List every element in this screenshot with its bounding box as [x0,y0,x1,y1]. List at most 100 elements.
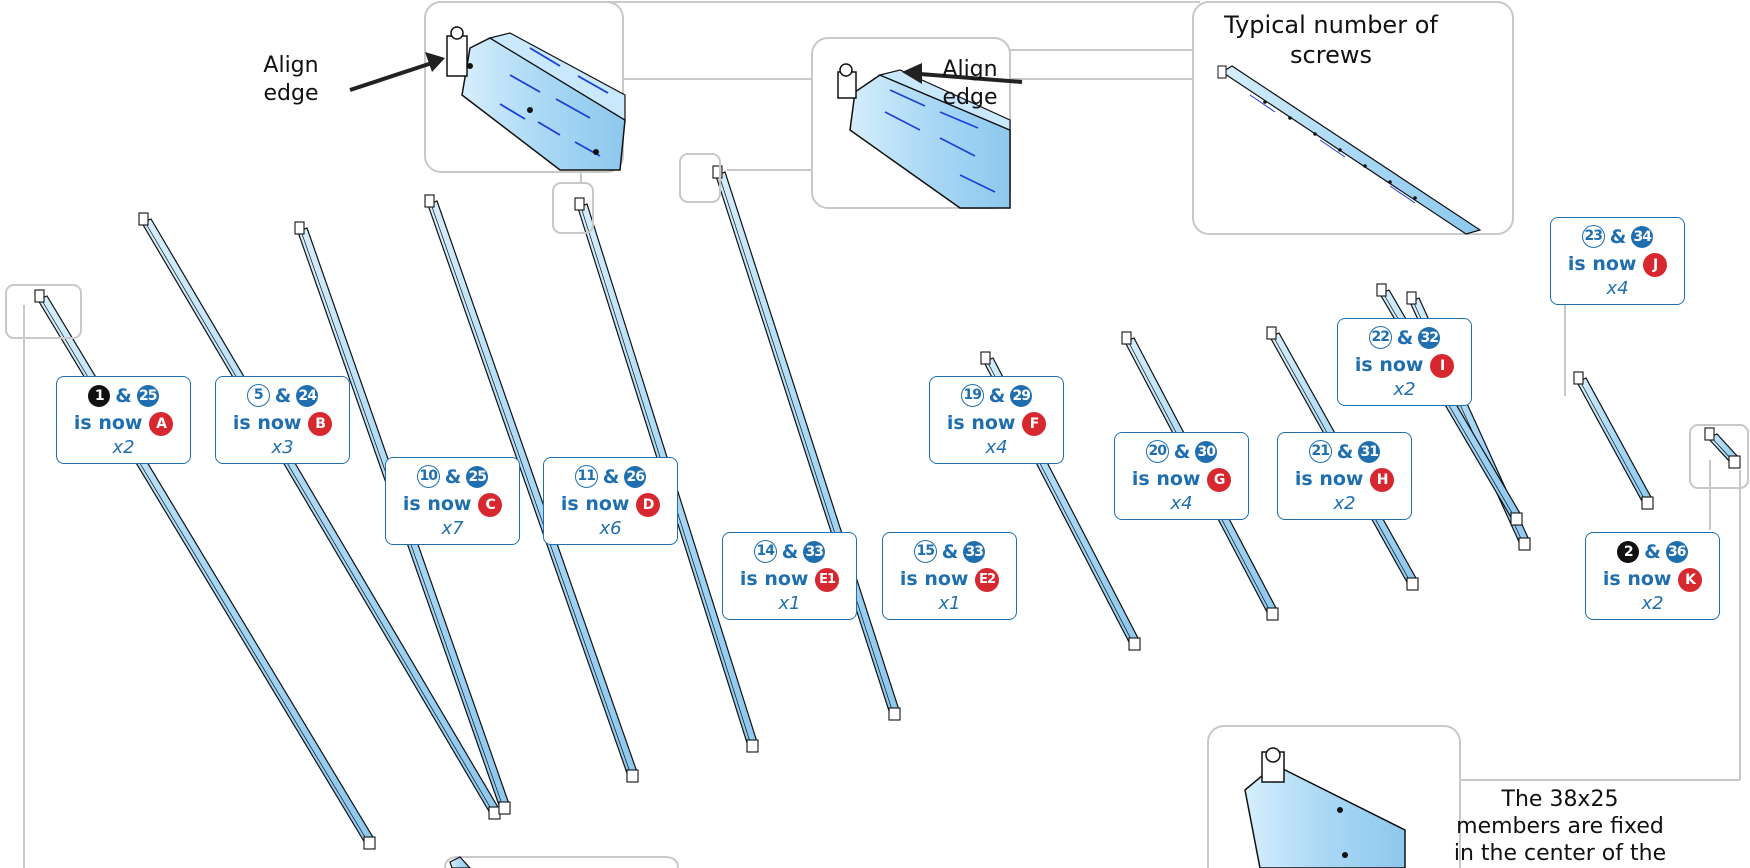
ampersand: & [1336,440,1354,463]
old-part-number-badge: 24 [296,384,319,407]
is-now-text: is now [1567,253,1644,275]
old-part-number-badge: 33 [803,540,826,563]
arrow-align-right [902,63,1023,84]
leader-lines [23,1,1741,868]
member-bar [712,165,901,721]
members-group [34,165,1741,850]
ampersand: & [988,384,1006,407]
old-part-number-badge: 5 [246,384,270,407]
quantity-text: x3 [271,437,294,458]
member-label: 14&33 is now E1 x1 [722,532,857,620]
quantity-text: x1 [778,593,801,614]
is-now-text: is now [232,412,309,434]
ampersand: & [444,465,462,488]
old-part-number-badge: 2 [1617,540,1640,563]
ampersand: & [274,384,292,407]
quantity-text: x4 [1606,278,1629,299]
is-now-text: is now [1354,354,1431,376]
new-part-code-badge: C [478,492,503,517]
end-highlight-frames [5,153,1749,489]
quantity-text: x7 [441,518,464,539]
old-part-number-badge: 22 [1368,326,1392,349]
member-bar [34,289,376,850]
old-part-number-badge: 33 [963,540,986,563]
member-bar [424,194,639,783]
ampersand: & [781,540,799,563]
quantity-text: x4 [1170,493,1193,514]
is-now-text: is now [1602,568,1679,590]
quantity-text: x2 [1333,493,1356,514]
new-part-code-badge: J [1643,252,1668,277]
is-now-text: is now [402,493,479,515]
old-part-number-badge: 14 [753,540,777,563]
is-now-text: is now [1294,468,1371,490]
center-fix-note: The 38x25 members are fixed in the cente… [1453,787,1667,866]
arrow-align-left [349,52,445,92]
new-part-code-badge: A [149,411,174,436]
detail-inset-screws [1192,1,1514,235]
old-part-number-badge: 15 [913,540,937,563]
quantity-text: x4 [985,437,1008,458]
new-part-code-badge: H [1370,467,1395,492]
old-part-number-badge: 32 [1418,326,1441,349]
screws-callout: Typical number of screws [1224,11,1438,69]
new-part-code-badge: K [1678,567,1703,592]
old-part-number-badge: 26 [624,465,647,488]
new-part-code-badge: E2 [975,567,1000,592]
old-part-number-badge: 29 [1010,384,1033,407]
old-part-number-badge: 31 [1358,440,1381,463]
quantity-text: x6 [599,518,622,539]
align-edge-callout-left: Align edge [263,53,319,106]
member-label: 15&33 is now E2 x1 [882,532,1017,620]
detail-inset-align-left [424,1,626,173]
new-part-code-badge: D [636,492,661,517]
old-part-number-badge: 30 [1195,440,1218,463]
member-bar [1704,427,1741,469]
is-now-text: is now [1131,468,1208,490]
new-part-code-badge: I [1430,353,1455,378]
old-part-number-badge: 36 [1665,540,1688,563]
new-part-code-badge: B [308,411,333,436]
detail-inset-bottom [444,856,679,868]
is-now-text: is now [73,412,150,434]
old-part-number-badge: 23 [1581,225,1605,248]
old-part-number-badge: 25 [136,384,159,407]
quantity-text: x2 [1393,379,1416,400]
ampersand: & [1396,326,1414,349]
ampersand: & [602,465,620,488]
member-bar [1573,371,1654,510]
old-part-number-badge: 20 [1145,440,1169,463]
quantity-text: x1 [938,593,961,614]
old-part-number-badge: 1 [88,384,111,407]
align-edge-callout-right: Align edge [942,57,998,110]
is-now-text: is now [739,568,816,590]
ampersand: & [1173,440,1191,463]
old-part-number-badge: 11 [574,465,598,488]
is-now-text: is now [899,568,976,590]
ampersand: & [115,384,132,407]
ampersand: & [941,540,959,563]
detail-inset-center-fix [1207,725,1461,868]
old-part-number-badge: 10 [416,465,440,488]
quantity-text: x2 [1641,593,1664,614]
is-now-text: is now [560,493,637,515]
new-part-code-badge: F [1022,411,1047,436]
old-part-number-badge: 19 [960,384,984,407]
old-part-number-badge: 21 [1308,440,1332,463]
old-part-number-badge: 34 [1631,225,1654,248]
new-part-code-badge: E1 [815,567,840,592]
detail-inset-align-right [811,37,1011,209]
new-part-code-badge: G [1207,467,1232,492]
quantity-text: x2 [112,437,135,458]
ampersand: & [1644,540,1661,563]
